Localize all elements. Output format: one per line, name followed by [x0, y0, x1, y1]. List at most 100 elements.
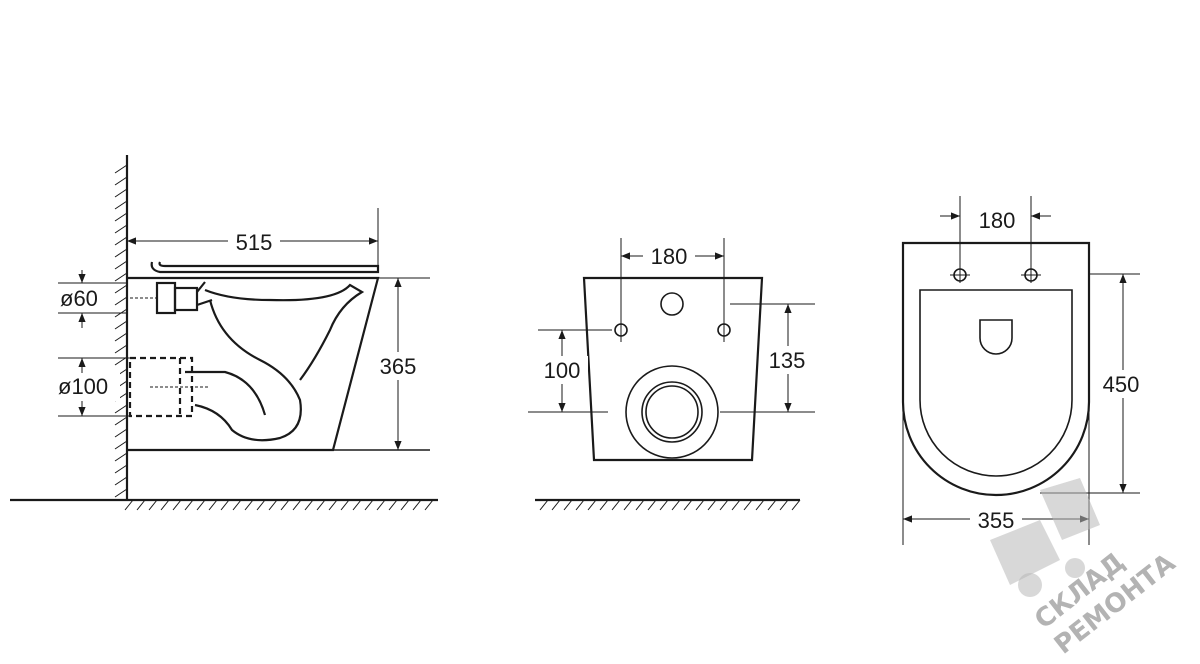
hatch-line [779, 499, 789, 511]
hatch-line [340, 499, 350, 511]
hatch-line [647, 499, 657, 511]
floor-line-side [10, 498, 438, 511]
hatch-line [539, 499, 549, 511]
hatch-line [220, 499, 230, 511]
hatch-line [114, 464, 128, 474]
hatch-line [114, 428, 128, 438]
hatch-line [114, 440, 128, 450]
top-view: 180 450 355 [901, 196, 1148, 545]
hatch-line [172, 499, 182, 511]
hatch-line [160, 499, 170, 511]
hatch-line [599, 499, 609, 511]
toilet-side-outline [127, 276, 380, 452]
hatch-line [114, 272, 128, 282]
hatch-line [328, 499, 338, 511]
hatch-line [376, 499, 386, 511]
hatch-line [114, 416, 128, 426]
top-width-label: 355 [978, 508, 1015, 533]
hatch-line [114, 476, 128, 486]
hatch-line [659, 499, 669, 511]
floor-line-back [535, 498, 801, 511]
hatch-line [114, 188, 128, 198]
top-view-outline [901, 241, 1091, 497]
hatch-line [671, 499, 681, 511]
hatch-line [256, 499, 266, 511]
hatch-line [114, 320, 128, 330]
hatch-line [114, 332, 128, 342]
seat-opening [919, 289, 1073, 477]
hatch-line [575, 499, 585, 511]
hatch-line [148, 499, 158, 511]
hatch-line [755, 499, 765, 511]
side-length-label: 515 [236, 230, 273, 255]
side-view: 515 365 ø60 ø100 [10, 155, 438, 511]
back-holes-spacing-label: 180 [651, 244, 688, 269]
hatch-line [707, 499, 717, 511]
hatch-line [208, 499, 218, 511]
back-view: 180 100 135 [528, 238, 815, 511]
hatch-line [114, 236, 128, 246]
hatch-line [695, 499, 705, 511]
inlet-diameter-label: ø60 [60, 286, 98, 311]
hatch-line [268, 499, 278, 511]
hatch-line [292, 499, 302, 511]
hatch-line [124, 499, 134, 511]
hatch-line [412, 499, 422, 511]
top-holes-spacing-label: 180 [979, 208, 1016, 233]
hatch-line [551, 499, 561, 511]
hatch-line [114, 224, 128, 234]
top-mount-holes [950, 268, 1041, 282]
hatch-line [316, 499, 326, 511]
hatch-line [114, 404, 128, 414]
watermark: СКЛАД РЕМОНТА [990, 478, 1181, 661]
bowl-inner-curve [194, 283, 365, 442]
hatch-line [136, 499, 146, 511]
hatch-line [114, 200, 128, 210]
hatch-line [683, 499, 693, 511]
hatch-line [244, 499, 254, 511]
side-height-label: 365 [380, 354, 417, 379]
hatch-line [731, 499, 741, 511]
hatch-line [280, 499, 290, 511]
hatch-line [196, 499, 206, 511]
back-right-height-label: 135 [769, 348, 806, 373]
hatch-line [719, 499, 729, 511]
hatch-line [114, 212, 128, 222]
wall-hatch [114, 155, 129, 500]
inner-hole [979, 319, 1013, 355]
hatch-line [114, 452, 128, 462]
hatch-line [364, 499, 374, 511]
hatch-line [767, 499, 777, 511]
hatch-line [352, 499, 362, 511]
hatch-line [587, 499, 597, 511]
hatch-line [114, 176, 128, 186]
hatch-line [114, 344, 128, 354]
top-depth-label: 450 [1103, 372, 1140, 397]
outlet-rings [625, 365, 719, 459]
hatch-line [304, 499, 314, 511]
back-left-height-label: 100 [544, 358, 581, 383]
inlet-hole [660, 292, 684, 316]
hatch-line [400, 499, 410, 511]
inlet-fitting [130, 281, 213, 315]
forklift-logo [990, 478, 1100, 597]
hatch-line [791, 499, 801, 511]
hatch-line [114, 260, 128, 270]
outlet-pipe [128, 356, 210, 418]
hatch-line [388, 499, 398, 511]
hatch-line [114, 284, 128, 294]
back-view-outline [582, 276, 764, 462]
hatch-line [563, 499, 573, 511]
hatch-line [184, 499, 194, 511]
hatch-line [623, 499, 633, 511]
hatch-line [743, 499, 753, 511]
outlet-diameter-label: ø100 [58, 374, 108, 399]
hatch-line [114, 248, 128, 258]
hatch-line [114, 164, 128, 174]
hatch-line [114, 488, 128, 498]
hatch-line [611, 499, 621, 511]
seat-side [150, 261, 380, 274]
hatch-line [232, 499, 242, 511]
hatch-line [635, 499, 645, 511]
